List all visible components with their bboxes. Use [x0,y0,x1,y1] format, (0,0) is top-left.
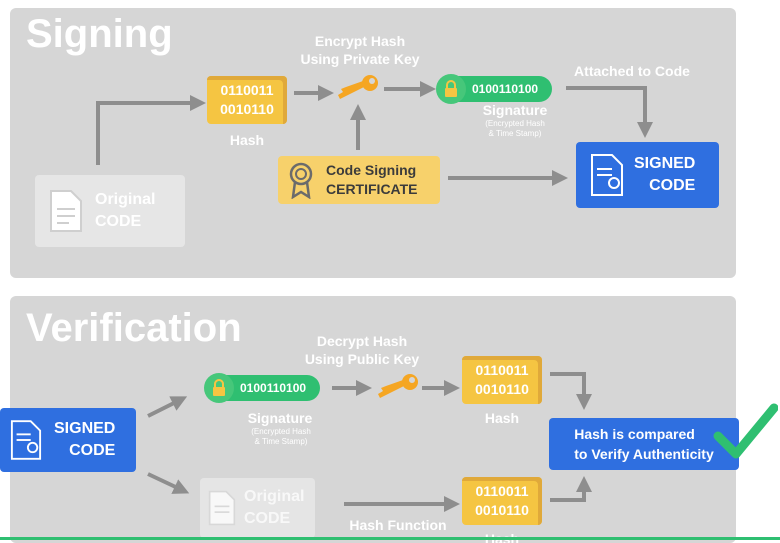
signing-signed-line2: CODE [649,177,696,194]
signing-encrypt-label: Encrypt Hash Using Private Key [280,32,440,68]
certificate-ribbon-icon [289,162,313,199]
code-signing-certificate: Code Signing CERTIFICATE [278,156,440,204]
signed-document-icon [10,420,42,460]
verification-hash-top-label: Hash [484,410,520,426]
verification-signature-sub: (Encrypted Hash & Time Stamp) [236,427,326,447]
verification-decrypt-line1: Decrypt Hash [316,333,408,349]
arrow-original-to-hash [96,95,206,165]
arrow-hash-top-to-compare [550,372,592,410]
signing-hash-line2: 0010110 [220,101,274,117]
progress-line [0,537,780,540]
verification-signed-line1: SIGNED [54,420,116,437]
arrow-signed-to-signature [147,396,188,418]
signing-encrypt-line1: Encrypt Hash [314,33,406,49]
document-icon [50,190,82,232]
verification-signature-bits: 0100110100 [240,381,307,395]
checkmark-icon [713,403,778,459]
signed-document-icon [591,154,623,196]
signing-signed-line1: SIGNED [634,155,696,172]
verification-signature-pill: 0100110100 [204,373,320,403]
verification-decrypt-label: Decrypt Hash Using Public Key [282,332,442,368]
signing-original-code: Original CODE [35,175,185,247]
verification-hash-bottom-line2: 0010110 [475,502,529,518]
signing-title: Signing [26,12,173,56]
arrow-hash-bottom-to-compare [550,476,592,502]
lock-icon [445,80,457,97]
signing-original-line1: Original [95,191,156,208]
certificate-line1: Code Signing [326,162,417,178]
verification-hash-top: 0110011 0010110 [462,356,542,404]
verification-signature-label: Signature [247,410,313,426]
signing-signature-label: Signature [482,102,548,118]
compare-line2: to Verify Authenticity [574,446,714,462]
certificate-line2: CERTIFICATE [326,181,418,197]
signing-signature-sub: (Encrypted Hash & Time Stamp) [470,119,560,139]
arrow-signature-to-signed [566,86,653,138]
signing-encrypt-line2: Using Private Key [300,51,420,67]
verification-signed-code: SIGNED CODE [0,408,136,472]
verification-hash-top-line2: 0010110 [475,381,529,397]
signing-signature-sub1: (Encrypted Hash [485,119,545,128]
document-icon [208,490,236,526]
arrow-signed-to-original [147,472,190,494]
signing-signature-pill: 0100110100 [436,74,552,104]
lock-icon [213,379,225,396]
signing-signature-bits: 0100110100 [472,82,539,96]
verification-original-line2: CODE [244,510,291,527]
hash-compare-box: Hash is compared to Verify Authenticity [549,418,739,470]
verification-hash-top-line1: 0110011 [475,362,529,378]
verification-original-code: Original CODE [200,478,315,538]
signing-hash-box: 0110011 0010110 [207,76,287,124]
verification-hash-bottom-line1: 0110011 [475,483,529,499]
compare-line1: Hash is compared [574,426,695,442]
verification-signature-sub2: & Time Stamp) [254,437,308,446]
signing-hash-label: Hash [229,132,265,148]
verification-hash-bottom: 0110011 0010110 [462,477,542,525]
signing-signature-sub2: & Time Stamp) [488,129,542,138]
attached-to-code-label: Attached to Code [574,63,690,79]
verification-original-line1: Original [244,488,305,505]
verification-title: Verification [26,306,242,350]
signing-original-line2: CODE [95,213,142,230]
key-icon [378,374,418,398]
hash-function-label: Hash Function [349,517,447,533]
signing-signed-code: SIGNED CODE [576,142,719,208]
verification-decrypt-line2: Using Public Key [304,351,420,367]
signing-hash-line1: 0110011 [220,82,274,98]
verification-signature-sub1: (Encrypted Hash [251,427,311,436]
verification-signed-line2: CODE [69,442,116,459]
key-icon [338,75,378,99]
